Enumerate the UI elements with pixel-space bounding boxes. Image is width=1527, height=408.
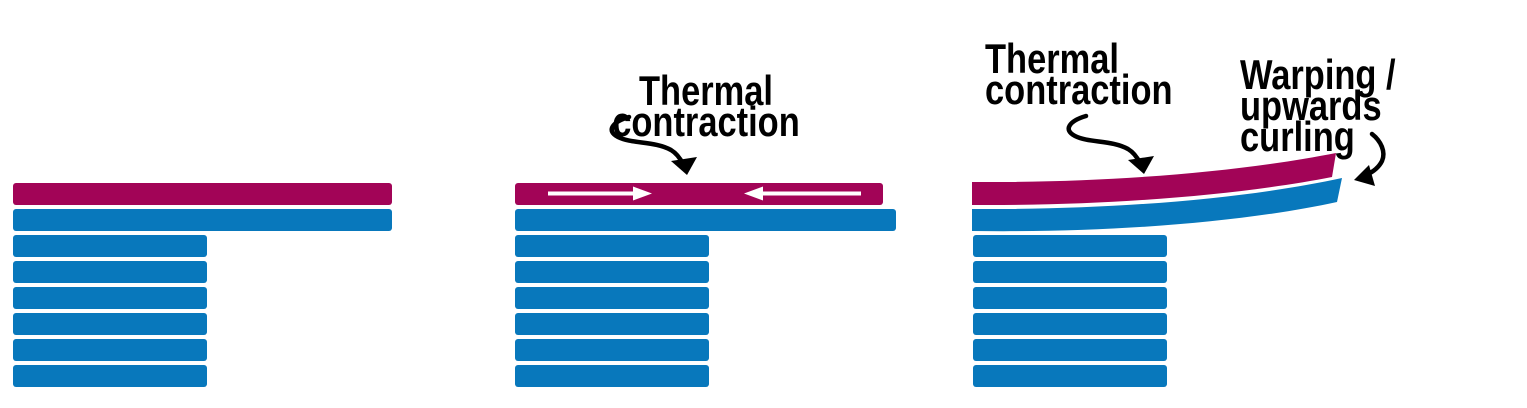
layer-bar — [13, 313, 207, 335]
layer-bar — [973, 313, 1167, 335]
top-layer-bar — [13, 183, 392, 205]
sublayer-bar-wide — [515, 209, 896, 231]
layer-bar — [515, 339, 709, 361]
curled-sublayer-shape — [972, 178, 1342, 232]
sublayer-bar-wide — [13, 209, 392, 231]
layer-bar — [13, 261, 207, 283]
layer-bar — [973, 261, 1167, 283]
thermal-contraction-label: Thermal contraction — [985, 35, 1173, 113]
thermal-contraction-label: Thermal contraction — [612, 67, 800, 145]
warping-label: Warping / upwards curling — [1240, 51, 1396, 160]
layer-bar — [973, 287, 1167, 309]
layer-bar — [973, 339, 1167, 361]
layer-bar — [515, 235, 709, 257]
layer-bar — [13, 339, 207, 361]
layer-bar — [13, 235, 207, 257]
layer-bar — [515, 365, 709, 387]
top-layer-bar-contracted — [515, 183, 883, 205]
layer-bar — [973, 235, 1167, 257]
layer-bar — [515, 261, 709, 283]
layer-bar — [515, 313, 709, 335]
curled-top-layer-shape — [972, 153, 1336, 206]
layer-bar — [13, 287, 207, 309]
layer-bar — [13, 365, 207, 387]
layer-bar — [515, 287, 709, 309]
layer-bar — [973, 365, 1167, 387]
thermal-contraction-pointer-arrow-icon — [1066, 113, 1154, 174]
